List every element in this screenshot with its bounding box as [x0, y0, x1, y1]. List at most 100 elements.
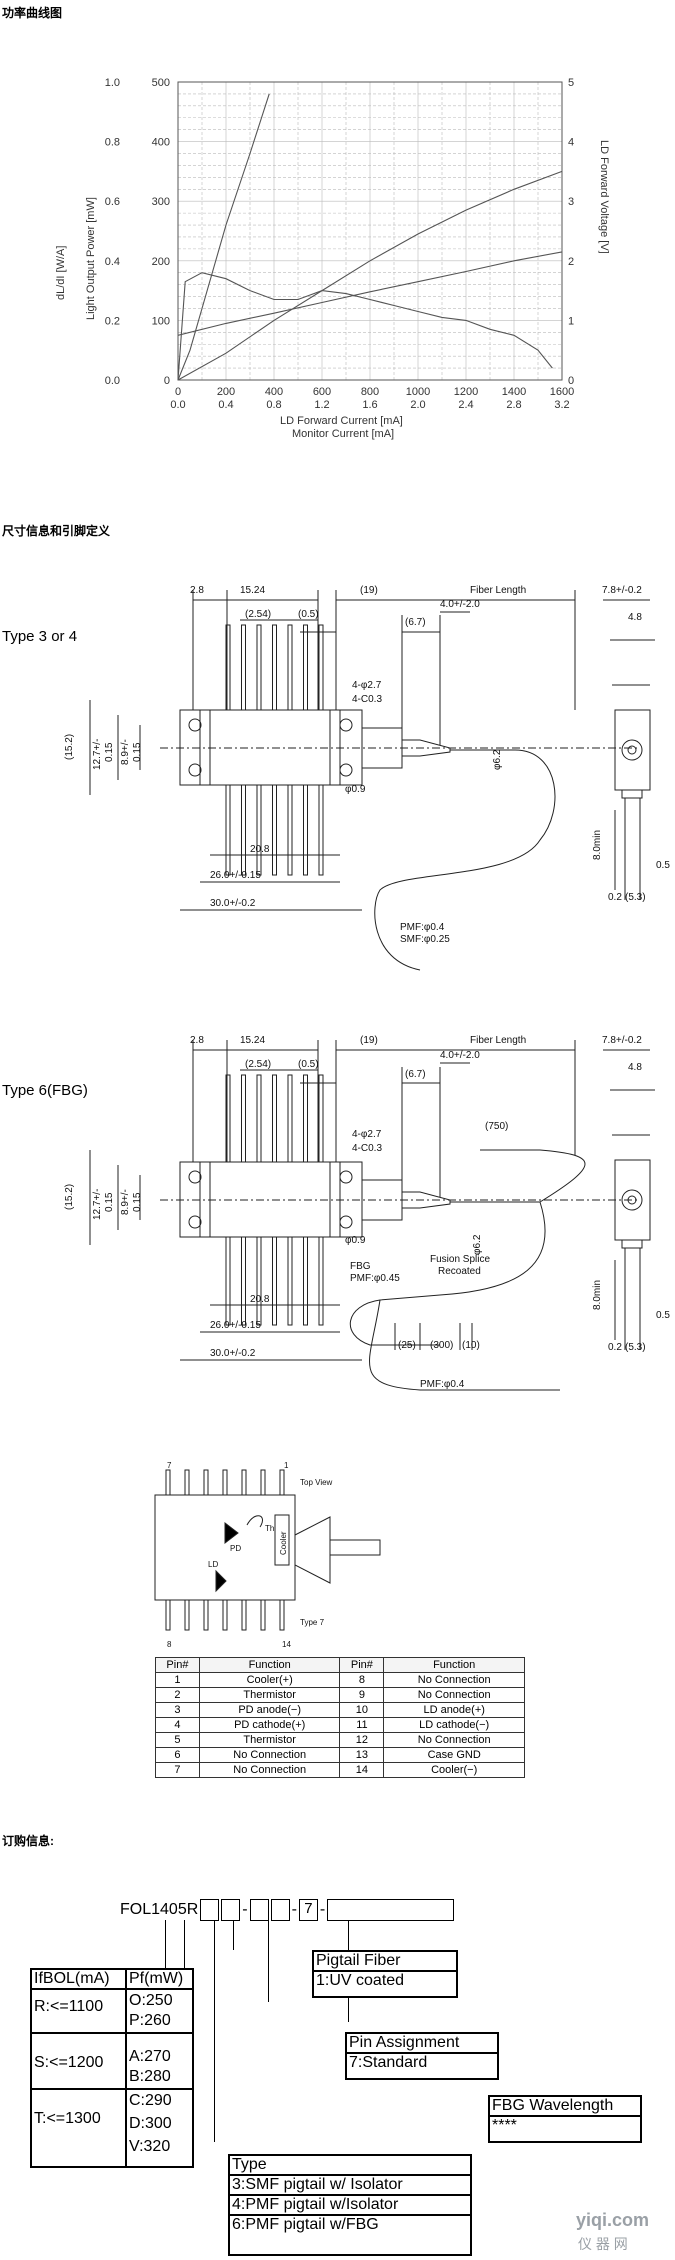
package-lead [287, 1236, 293, 1326]
function-col-header-2: Function [383, 1657, 525, 1673]
dim-30-0: 30.0+/-0.2 [210, 898, 256, 909]
code-slot-1 [200, 1899, 220, 1921]
pin-function-cell: No Connection [383, 1687, 525, 1703]
pinout-lead [165, 1469, 171, 1496]
dim-0-15-d: 0.15 [132, 1192, 143, 1212]
pf-b: B:280 [129, 2068, 171, 2085]
type-item-pmf-isolator: 4:PMF pigtail w/Isolator [230, 2196, 470, 2216]
series-line-2 [177, 251, 563, 336]
x-axis-bottom-label: Monitor Current [mA] [292, 428, 395, 440]
ifbol-s: S:<=1200 [34, 2054, 104, 2071]
left-axis-outer-label: dL/dI [W/A] [55, 245, 67, 300]
watermark-url: yiqi.com [576, 2210, 650, 2230]
ifbol-t: T:<=1300 [34, 2110, 101, 2127]
tick-label-ld-current: 0 [175, 386, 181, 398]
dim-0-5: (0.5) [298, 609, 319, 620]
pinassign-title: Pin Assignment [347, 2034, 497, 2054]
dim-4-8: 4.8 [628, 612, 642, 623]
code-slot-3 [249, 1899, 269, 1921]
tick-label-monitor-current: 1.2 [314, 399, 329, 411]
pin-function-cell: LD anode(+) [383, 1702, 525, 1718]
package-lead [272, 784, 277, 876]
series-line-1 [177, 170, 563, 381]
tick-label-ld-current: 1000 [406, 386, 430, 398]
tick-label-power: 100 [152, 315, 170, 327]
model-code-line: FOL1405R - - 7 - [120, 1898, 455, 1922]
tick-label-ld-current: 600 [313, 386, 331, 398]
type-title: Type [230, 2156, 470, 2176]
fbgwl-item-stars: **** [492, 2117, 517, 2134]
dim-pmf-0-4: PMF:φ0.4 [400, 922, 445, 933]
pin-number-cell: 12 [339, 1732, 385, 1748]
tick-label-dldi: 0.6 [105, 196, 120, 208]
dim-15-2-b: (15.2) [64, 1184, 75, 1210]
pin-number-cell: 1 [155, 1672, 200, 1688]
tick-label-ld-current: 1600 [550, 386, 574, 398]
package-lead [318, 1074, 324, 1163]
pinout-lead [203, 1469, 209, 1496]
pin-number-cell: 5 [155, 1732, 200, 1748]
pinout-lead [222, 1599, 228, 1631]
pf-title: Pf(mW) [127, 1970, 192, 1990]
watermark-cn: 仪 器 网 [578, 2236, 628, 2252]
tick-label-monitor-current: 0.8 [266, 399, 281, 411]
pigtail-title: Pigtail Fiber [314, 1952, 456, 1972]
package-lead [303, 1236, 308, 1326]
tick-label-ld-current: 400 [265, 386, 283, 398]
left-axis-inner-label: Light Output Power [mW] [85, 197, 97, 320]
package-lead [287, 784, 293, 876]
pinout-lead [165, 1599, 171, 1631]
type-3-or-4-label: Type 3 or 4 [2, 628, 78, 645]
dim-20-8: 20.8 [250, 844, 270, 855]
label-type-7: Type 7 [300, 1618, 325, 1627]
pinout-top-view: Top View Type 7 PD LD Th 7 1 8 14 Cooler [154, 1461, 381, 1649]
dim-6-7-b: (6.7) [405, 1069, 426, 1080]
code-slot-2 [221, 1899, 241, 1921]
section-title-dimensions: 尺寸信息和引脚定义 [2, 524, 111, 538]
function-col-header: Function [198, 1657, 341, 1673]
tick-label-power: 0 [164, 375, 170, 387]
pin-function-cell: No Connection [383, 1672, 525, 1688]
pinout-lead [260, 1599, 266, 1631]
pin-function-cell: LD cathode(−) [383, 1717, 525, 1733]
label-top-view: Top View [300, 1478, 333, 1487]
section-title-power-curve: 功率曲线图 [2, 6, 63, 20]
label-pin-8: 8 [167, 1640, 172, 1649]
pinout-lead [241, 1469, 247, 1496]
label-pin-14: 14 [282, 1640, 291, 1649]
tick-label-voltage: 4 [568, 137, 574, 149]
pinout-lead [222, 1469, 228, 1496]
dim-26-0-b: 26.0+/-0.15 [210, 1320, 261, 1331]
package-lead [225, 1074, 231, 1163]
pf-p: P:260 [129, 2012, 171, 2029]
dim-0-15-c: 0.15 [104, 1192, 115, 1212]
tick-label-voltage: 2 [568, 256, 574, 268]
dim-phi-6-2: φ6.2 [492, 749, 503, 770]
pf-c: C:290 [129, 2092, 172, 2109]
dim-c0-3: 4-C0.3 [352, 694, 382, 705]
package-lead [241, 1074, 246, 1163]
pinout-lead [279, 1469, 285, 1496]
tick-label-ld-current: 1200 [454, 386, 478, 398]
pin-col-header-2: Pin# [339, 1657, 385, 1673]
dim-c0-3-b: 4-C0.3 [352, 1143, 382, 1154]
package-lead [303, 1074, 308, 1163]
ifbol-box: IfBOL(mA) R:<=1100 S:<=1200 T:<=1300 [30, 1968, 129, 2168]
label-fusion-splice: Fusion Splice [430, 1254, 490, 1265]
type-item-pmf-fbg: 6:PMF pigtail w/FBG [232, 2216, 379, 2233]
dim-7-8: 7.8+/-0.2 [602, 585, 642, 596]
pinout-lead [260, 1469, 266, 1496]
dim-phi-6-2-b: φ6.2 [472, 1234, 483, 1255]
x-axis-top-label: LD Forward Current [mA] [280, 415, 403, 427]
pin-number-cell: 13 [339, 1747, 385, 1763]
dim-pmf-0-4-b: PMF:φ0.4 [420, 1379, 465, 1390]
package-lead [287, 1074, 293, 1163]
package-lead [318, 1236, 324, 1326]
dim-15-24-b: 15.24 [240, 1035, 265, 1046]
